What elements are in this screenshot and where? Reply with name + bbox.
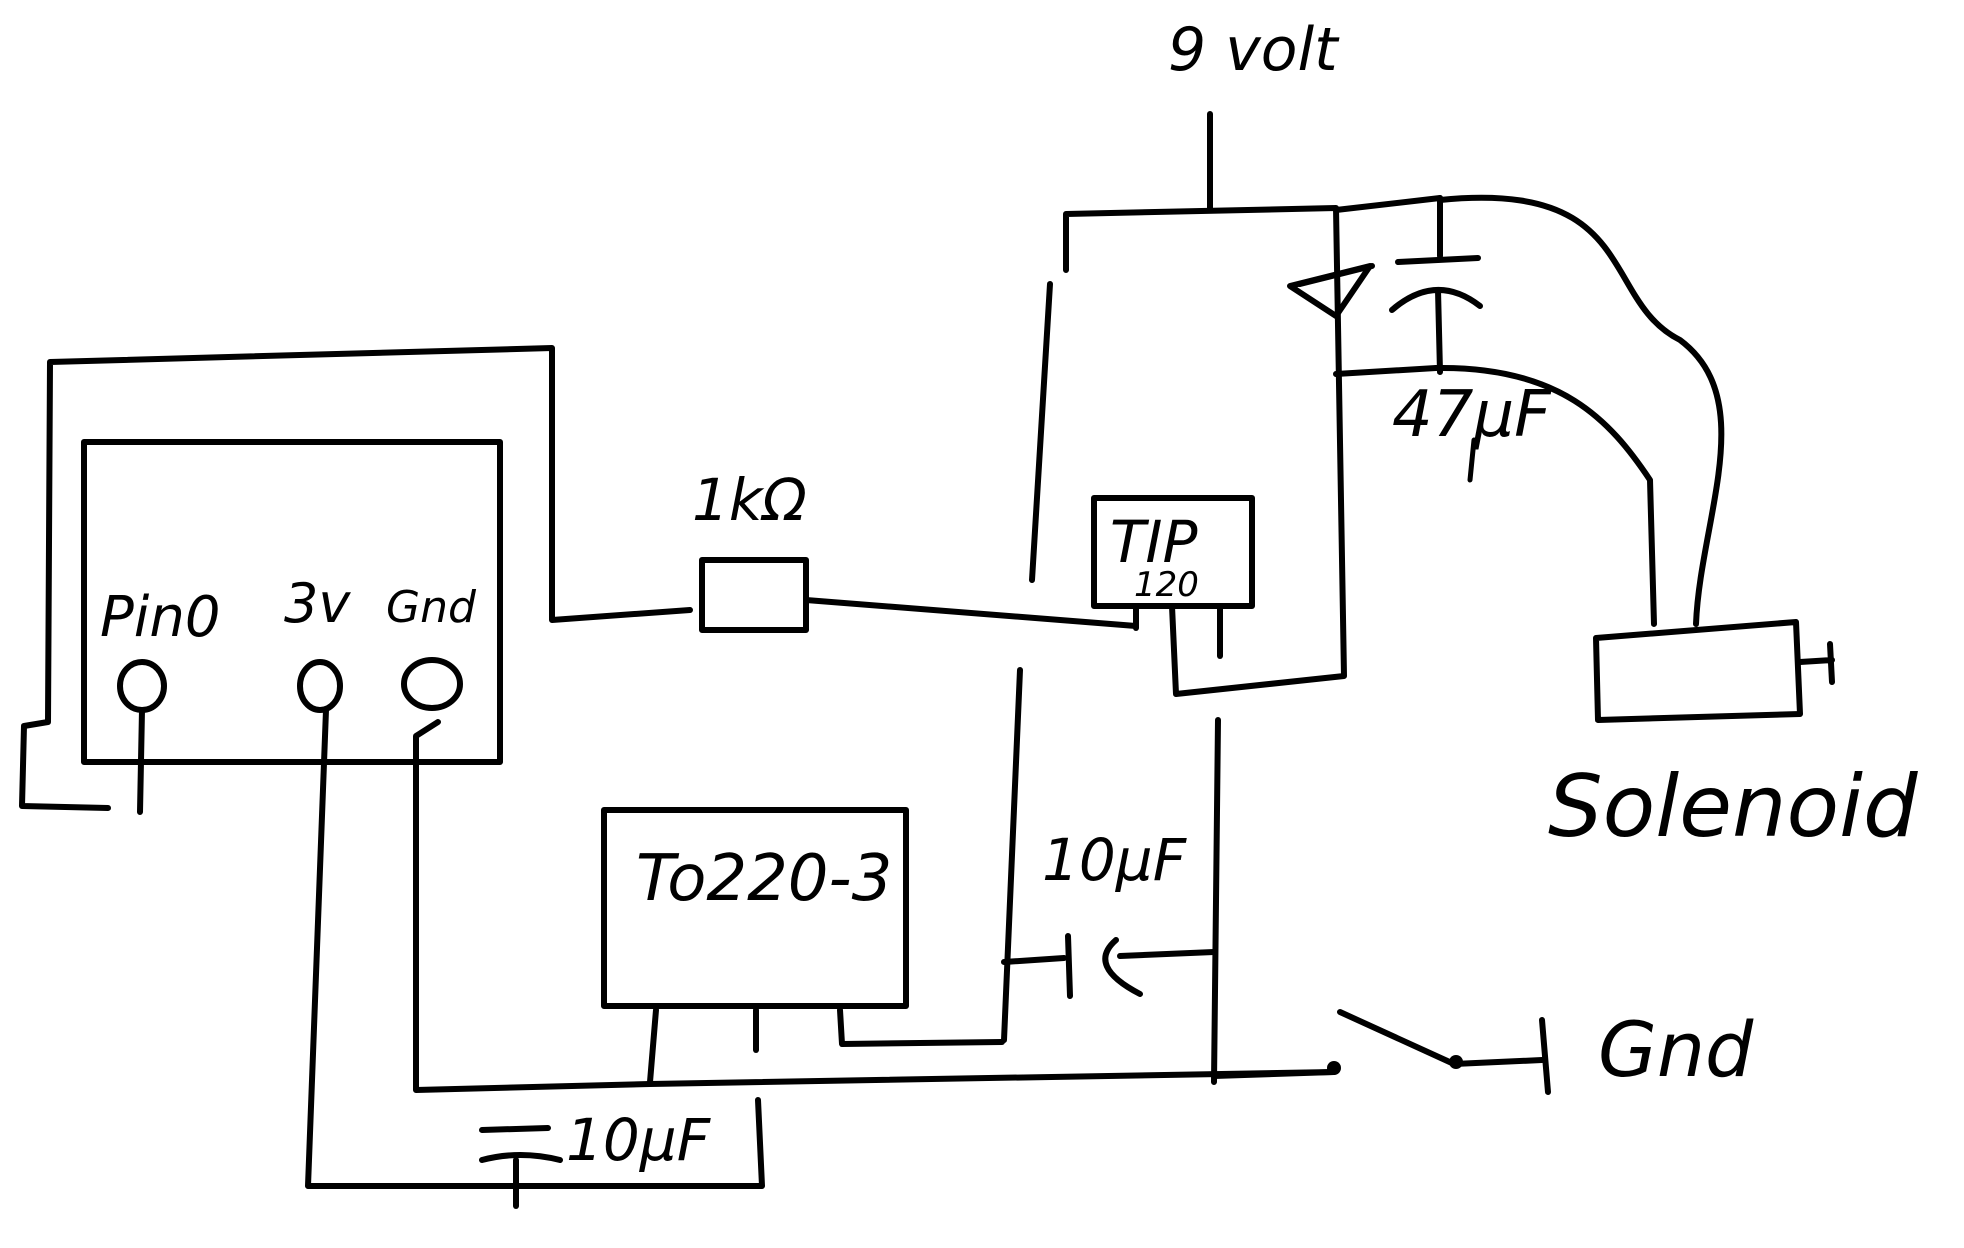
tip120-transistor xyxy=(1029,205,1347,697)
capacitor-10uf-mid xyxy=(1001,667,1221,1085)
transistor-label-bottom: 120 xyxy=(1134,565,1199,605)
resistor-1k xyxy=(699,557,1139,633)
cap-10uf-mid-label: 10μF xyxy=(1042,826,1188,894)
resistor-label: 1kΩ xyxy=(692,466,807,534)
supply-label: 9 volt xyxy=(1168,15,1340,85)
capacitor-10uf-bottom xyxy=(305,707,765,1209)
solenoid-leads xyxy=(1433,194,1725,627)
voltage-regulator xyxy=(601,807,1005,1085)
cap-47uf-label: 47μF xyxy=(1392,378,1552,452)
3v-label: 3v xyxy=(284,572,351,635)
solenoid-label: Solenoid xyxy=(1548,757,1918,857)
cap-10uf-bottom-label: 10μF xyxy=(566,1106,712,1174)
transistor-label-top: TIP xyxy=(1110,508,1198,576)
capacitor-47uf xyxy=(1389,195,1483,483)
flyback-diode xyxy=(1287,195,1443,377)
ground-to-switch xyxy=(1211,1069,1337,1079)
microcontroller-board xyxy=(19,345,693,815)
regulator-label: To220-3 xyxy=(636,842,892,916)
switch xyxy=(1327,1009,1551,1095)
ground-bus xyxy=(413,719,1337,1093)
gnd-switch-label: Gnd xyxy=(1598,1005,1754,1094)
solenoid xyxy=(1593,619,1835,723)
gnd-board-label: Gnd xyxy=(386,582,477,633)
pin0-label: Pin0 xyxy=(100,585,220,650)
